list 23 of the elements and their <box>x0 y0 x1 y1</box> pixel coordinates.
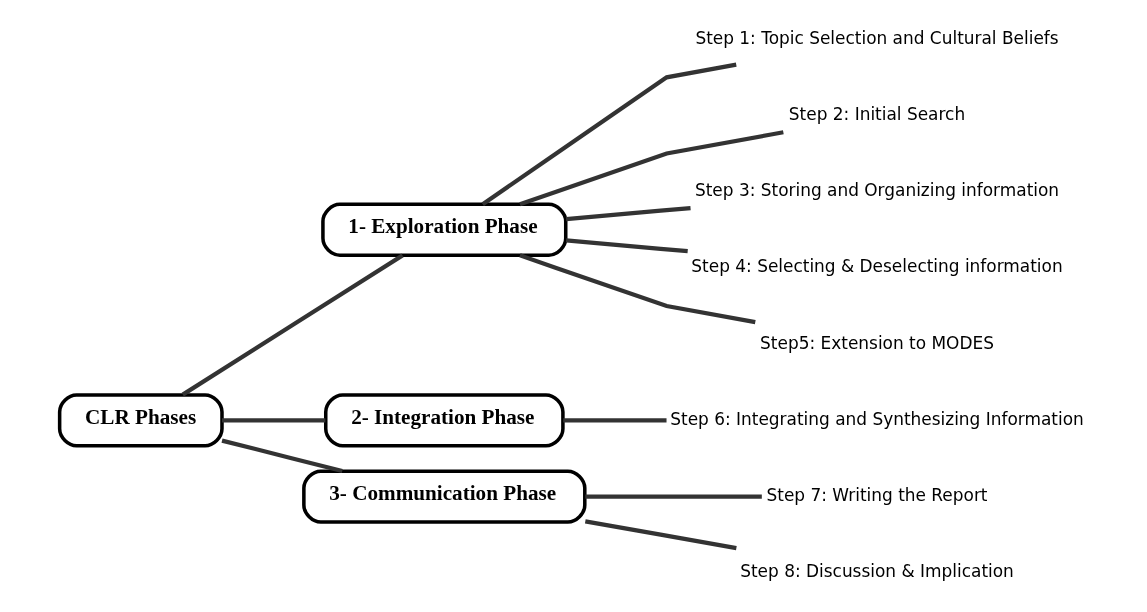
node-text: Step 1: Topic Selection and Cultural Beliefs <box>695 27 1059 48</box>
node-text: Step 3: Storing and Organizing information <box>694 180 1060 201</box>
connector <box>585 494 762 499</box>
node-text: Step 8: Discussion & Implication <box>740 561 1014 582</box>
connector <box>563 418 667 423</box>
connector <box>565 238 688 254</box>
connector <box>584 519 737 551</box>
node-text: Step5: Extension to MODES <box>760 332 994 353</box>
connector <box>565 205 691 222</box>
node-text: Step 6: Integrating and Synthesizing Information <box>670 408 1084 429</box>
connector <box>222 418 326 423</box>
node-box: 3- Communication Phase <box>302 469 587 524</box>
node-text: Step 4: Selecting & Deselecting information <box>691 256 1063 277</box>
node-text: Step 7: Writing the Report <box>766 484 988 505</box>
node-box: 1- Exploration Phase <box>321 202 568 257</box>
connector <box>481 62 737 206</box>
connector <box>519 130 784 207</box>
connector <box>181 253 404 397</box>
node-box: 2- Integration Phase <box>324 393 565 448</box>
connector <box>519 253 756 325</box>
connector <box>221 438 343 474</box>
node-box: CLR Phases <box>57 393 224 448</box>
node-text: Step 2: Initial Search <box>788 103 966 124</box>
